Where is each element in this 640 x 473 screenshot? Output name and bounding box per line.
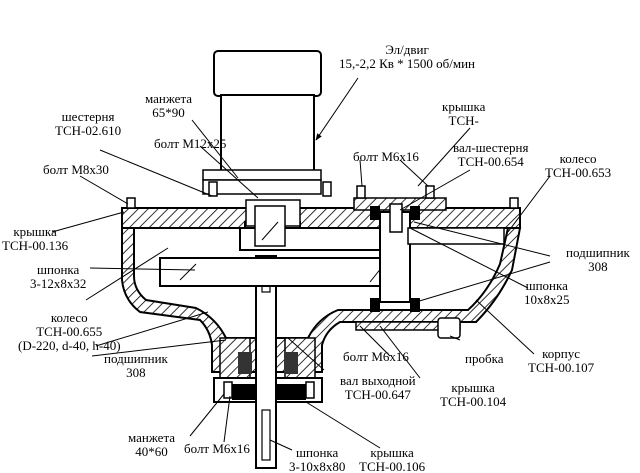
gear-set [239,203,505,312]
bearing-308-left-label: подшипник 308 [104,351,168,380]
bearing-308-right-label: подшипник 308 [566,245,630,274]
leader-lines [51,77,551,451]
wheel-653-label: колесо TCH-00.653 [545,151,612,180]
bolt-m6-mid-label: болт М6х16 [343,349,409,364]
cuff-top-label: манжета 65*90 [145,91,193,120]
wheel-655-label: колесо TCH-00.655 (D-220, d-40, h-40) [18,310,121,353]
plug-label: пробка [465,351,504,366]
motor-label: Эл/двиг 15,-2,2 Кв * 1500 об/мин [339,42,476,71]
bolt-m6-top-label: болт М6х16 [353,149,419,164]
key-3-10-label: шпонка 3-10х8х80 [289,445,346,473]
housing [121,227,522,373]
cover-104-label: крышка TCH-00.104 [440,380,507,409]
key-3-12-label: шпонка 3-12х8х32 [30,262,87,291]
cover-136-label: крышка TCH-00.136 [2,224,69,253]
output-shaft [255,255,277,469]
bolt-m12-label: болт М12х25 [154,136,227,151]
bolt-m8-label: болт М8х30 [43,162,109,177]
motor [202,50,322,195]
top-lid [121,197,521,229]
body-label: корпус TCH-00.107 [528,346,595,375]
bolt-m6-bottom-label: болт М6х16 [184,441,250,456]
horizontal-shaft [159,257,391,287]
output-shaft-label: вал выходной TCH-00.647 [340,373,416,402]
shaft-gear-label: вал-шестерня TCH-00.654 [453,140,529,169]
key-10-8-25-label: шпонка 10х8х25 [524,278,570,307]
cuff-bottom-label: манжета 40*60 [128,430,176,459]
bottom-cover-plate [355,317,461,339]
cover-top-label: крышка TCH- [442,99,486,128]
gear-label: шестерня TCH-02.610 [55,109,122,138]
cover-106-label: крышка TCH-00.106 [359,445,426,473]
